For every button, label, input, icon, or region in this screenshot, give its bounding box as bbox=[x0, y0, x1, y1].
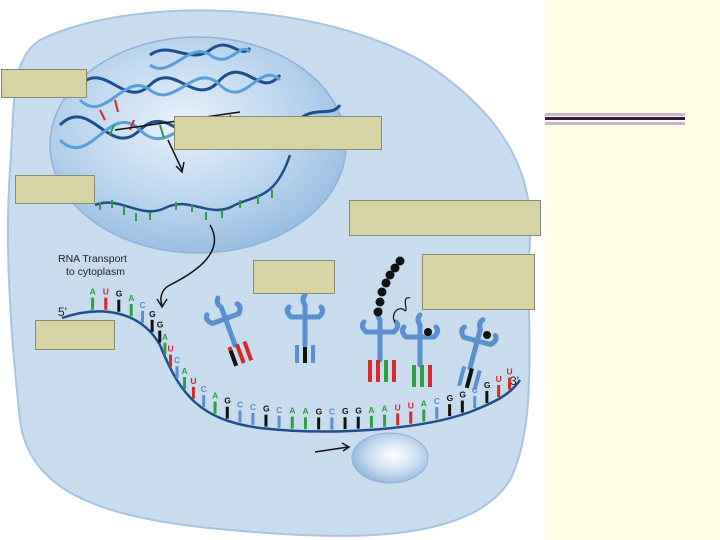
trna-1 bbox=[201, 292, 258, 367]
mrna-base-letter: U bbox=[496, 374, 502, 384]
mrna-base-letter: U bbox=[168, 344, 174, 354]
five-prime-label: 5' bbox=[58, 305, 67, 319]
divider-line-bottom bbox=[545, 122, 685, 125]
mrna-base-letter: C bbox=[276, 405, 282, 415]
mrna-base-letter: C bbox=[472, 385, 478, 395]
side-panel bbox=[545, 0, 720, 540]
mrna-base-letter: A bbox=[421, 399, 427, 409]
label-box-transcription[interactable] bbox=[174, 116, 382, 150]
trna-2 bbox=[287, 295, 322, 363]
mrna-base-letter: G bbox=[447, 393, 454, 403]
label-box-polypeptide[interactable] bbox=[349, 200, 541, 236]
mrna-base-letter: G bbox=[263, 404, 270, 414]
mrna-base-letter: C bbox=[174, 355, 180, 365]
mrna-base-letter: G bbox=[116, 289, 123, 299]
trna-3 bbox=[362, 310, 397, 382]
mrna-base-letter: A bbox=[289, 406, 295, 416]
mrna-base-letter: U bbox=[103, 287, 109, 297]
mrna-base-letter: C bbox=[434, 396, 440, 406]
mrna-base-letter: G bbox=[459, 390, 466, 400]
mrna-base-letter: C bbox=[250, 402, 256, 412]
mrna-base-letter: C bbox=[329, 406, 335, 416]
mrna-base-letter: U bbox=[190, 376, 196, 386]
mrna-base-letter: U bbox=[408, 401, 414, 411]
polypeptide-chain bbox=[373, 256, 405, 317]
label-box-mrna[interactable] bbox=[15, 175, 95, 204]
divider-line-top bbox=[545, 113, 685, 116]
label-box-dna[interactable] bbox=[1, 69, 87, 98]
trna-4 bbox=[402, 315, 437, 387]
mrna-base-letter: A bbox=[90, 287, 96, 297]
mrna-base-letter: G bbox=[157, 320, 164, 330]
mrna-base-letter: A bbox=[162, 332, 168, 342]
mrna-base-letter: G bbox=[355, 406, 362, 416]
mrna-base-letter: G bbox=[484, 380, 491, 390]
mrna-base-letter: G bbox=[342, 406, 349, 416]
label-box-codon[interactable] bbox=[35, 320, 115, 350]
mrna-base-letter: C bbox=[237, 399, 243, 409]
mrna-base-letter: A bbox=[182, 366, 188, 376]
caption-line-1: RNA Transport bbox=[58, 253, 127, 265]
mrna-base-letter: A bbox=[302, 406, 308, 416]
divider-line-middle bbox=[545, 117, 685, 120]
amino-acid bbox=[424, 328, 432, 336]
peptide-bond-squiggle bbox=[392, 297, 411, 323]
trna-5 bbox=[448, 315, 500, 391]
transport-arrow bbox=[160, 224, 216, 306]
mrna-strand-cytoplasm bbox=[61, 310, 522, 433]
mrna-base-letter: A bbox=[128, 293, 134, 303]
amino-acid bbox=[483, 331, 491, 339]
mrna-base-letter: A bbox=[212, 391, 218, 401]
mrna-base-letter: C bbox=[201, 384, 207, 394]
mrna-strand-nucleus bbox=[94, 154, 292, 213]
ribosome-direction-arrow bbox=[314, 446, 349, 453]
caption-line-2: to cytoplasm bbox=[66, 266, 125, 278]
mrna-base-letter: G bbox=[224, 396, 231, 406]
mrna-base-letter: C bbox=[140, 300, 146, 310]
mrna-base-letter: G bbox=[316, 406, 323, 416]
mrna-base-letter: A bbox=[368, 405, 374, 415]
ribosome bbox=[351, 432, 429, 484]
label-box-amino-acid[interactable] bbox=[422, 254, 535, 310]
mrna-base-letter: U bbox=[395, 402, 401, 412]
mrna-base-letter: U bbox=[507, 367, 513, 377]
three-prime-label: 3' bbox=[510, 374, 519, 388]
mrna-base-letter: A bbox=[382, 404, 388, 414]
transcription-arrow bbox=[167, 139, 183, 171]
mrna-base-letter: G bbox=[149, 309, 156, 319]
label-box-trna[interactable] bbox=[253, 260, 335, 294]
